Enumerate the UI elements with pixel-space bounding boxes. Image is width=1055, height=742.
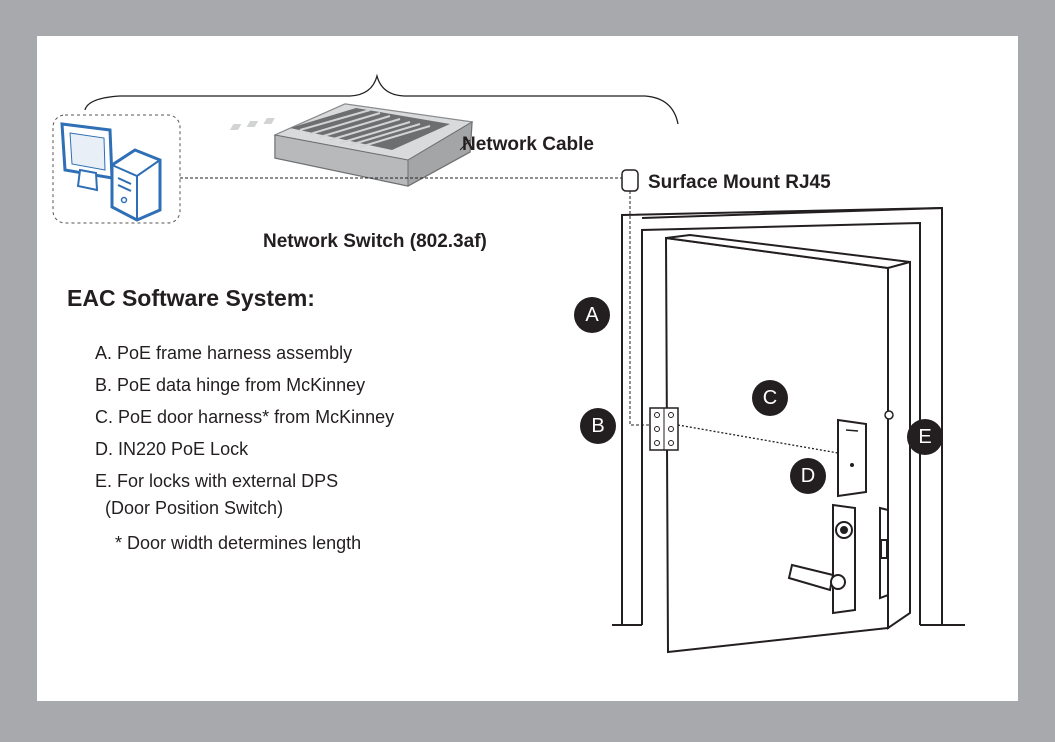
legend-item-e-detail: (Door Position Switch) <box>105 498 284 518</box>
surface-mount-label: Surface Mount RJ45 <box>648 172 831 193</box>
badge-a: A <box>574 297 610 333</box>
legend-footnote: * Door width determines length <box>115 533 362 553</box>
badge-e: E <box>907 419 943 455</box>
curly-brace <box>84 73 679 125</box>
lever-lock-icon <box>787 503 889 615</box>
data-hinge-icon <box>649 407 679 451</box>
network-switch-label: Network Switch (802.3af) <box>263 231 487 252</box>
computer-icon <box>52 114 181 224</box>
legend-item-d: D. IN220 PoE Lock <box>95 439 249 459</box>
legend-list: A. PoE frame harness assembly B. PoE dat… <box>95 337 394 559</box>
legend-item-b: B. PoE data hinge from McKinney <box>95 375 366 395</box>
card-reader-icon <box>837 418 867 498</box>
badge-b: B <box>580 408 616 444</box>
rj45-jack-icon <box>621 169 639 192</box>
legend-title: EAC Software System: <box>67 285 315 311</box>
badge-c: C <box>752 380 788 416</box>
door-leaf <box>664 233 911 654</box>
badge-d: D <box>790 458 826 494</box>
legend-item-e: E. For locks with external DPS <box>95 471 339 491</box>
network-switch-icon <box>229 103 474 187</box>
door-harness-line <box>677 424 839 454</box>
network-cable-label: Network Cable <box>462 134 594 155</box>
legend-item-a: A. PoE frame harness assembly <box>95 343 353 363</box>
legend-item-c: C. PoE door harness* from McKinney <box>95 407 395 427</box>
